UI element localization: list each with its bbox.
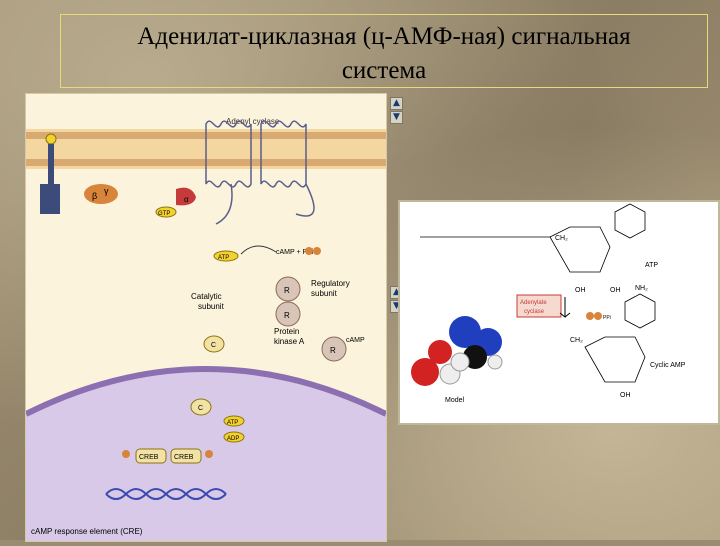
svg-text:CREB: CREB: [139, 454, 159, 461]
adenine-ring: [615, 204, 645, 238]
svg-text:C: C: [198, 405, 203, 412]
svg-text:OH: OH: [610, 287, 621, 294]
svg-text:cyclase: cyclase: [524, 309, 545, 315]
camp-pathway-figure: β γ α GTP Adenyl cyclase ATP cAMP + PPi …: [25, 93, 387, 542]
atp-to-camp-figure: CH₂ ATP OH OH Adenylate cyclase PPi NH₂ …: [398, 200, 720, 425]
svg-text:R: R: [284, 286, 290, 295]
space-filling-model: [411, 316, 502, 386]
svg-text:R: R: [284, 311, 290, 320]
svg-text:NH₂: NH₂: [635, 285, 648, 292]
atp-structure: [420, 227, 610, 272]
svg-text:OH: OH: [620, 392, 631, 399]
title-line-1: Аденилат-циклазная (ц-АМФ-ная) сигнальна…: [137, 23, 630, 50]
adenyl-cyclase-label: Adenyl cyclase: [226, 117, 280, 126]
svg-text:ATP: ATP: [218, 255, 229, 261]
regulatory-label: Regulatory: [311, 279, 350, 288]
pka-label: Protein: [274, 327, 299, 336]
title-line-2: система: [342, 57, 426, 84]
svg-text:CH₂: CH₂: [555, 235, 568, 242]
catalytic-label: Catalytic: [191, 292, 222, 301]
scroll-down-button[interactable]: ▼: [390, 111, 403, 124]
svg-text:CREB: CREB: [174, 454, 194, 461]
svg-text:subunit: subunit: [311, 289, 338, 298]
svg-text:γ: γ: [104, 186, 109, 196]
svg-text:ATP: ATP: [227, 420, 238, 426]
svg-text:α: α: [184, 195, 189, 204]
svg-text:subunit: subunit: [198, 302, 225, 311]
atp-camp-diagram: CH₂ ATP OH OH Adenylate cyclase PPi NH₂ …: [400, 202, 718, 423]
svg-text:C: C: [211, 342, 216, 349]
svg-text:PPi: PPi: [603, 315, 611, 321]
scroll-up-button[interactable]: ▲: [390, 97, 403, 110]
svg-text:GTP: GTP: [158, 211, 170, 217]
model-label: Model: [445, 397, 465, 404]
atp-label: ATP: [645, 262, 658, 269]
svg-text:OH: OH: [575, 287, 586, 294]
svg-text:kinase A: kinase A: [274, 337, 305, 346]
svg-text:cAMP: cAMP: [346, 337, 365, 344]
camp-pathway-diagram: β γ α GTP Adenyl cyclase ATP cAMP + PPi …: [26, 94, 386, 541]
svg-text:β: β: [92, 191, 97, 201]
svg-text:R: R: [330, 346, 336, 355]
cyclic-amp-label: Cyclic AMP: [650, 362, 686, 369]
cre-label: cAMP response element (CRE): [31, 527, 143, 536]
g-protein-beta-gamma: β γ: [84, 184, 118, 204]
slide-title: Аденилат-циклазная (ц-АМФ-ная) сигнальна…: [60, 20, 708, 88]
svg-text:Adenylate: Adenylate: [520, 300, 547, 306]
svg-text:CH₂: CH₂: [570, 337, 583, 344]
svg-text:ADP: ADP: [227, 436, 239, 442]
